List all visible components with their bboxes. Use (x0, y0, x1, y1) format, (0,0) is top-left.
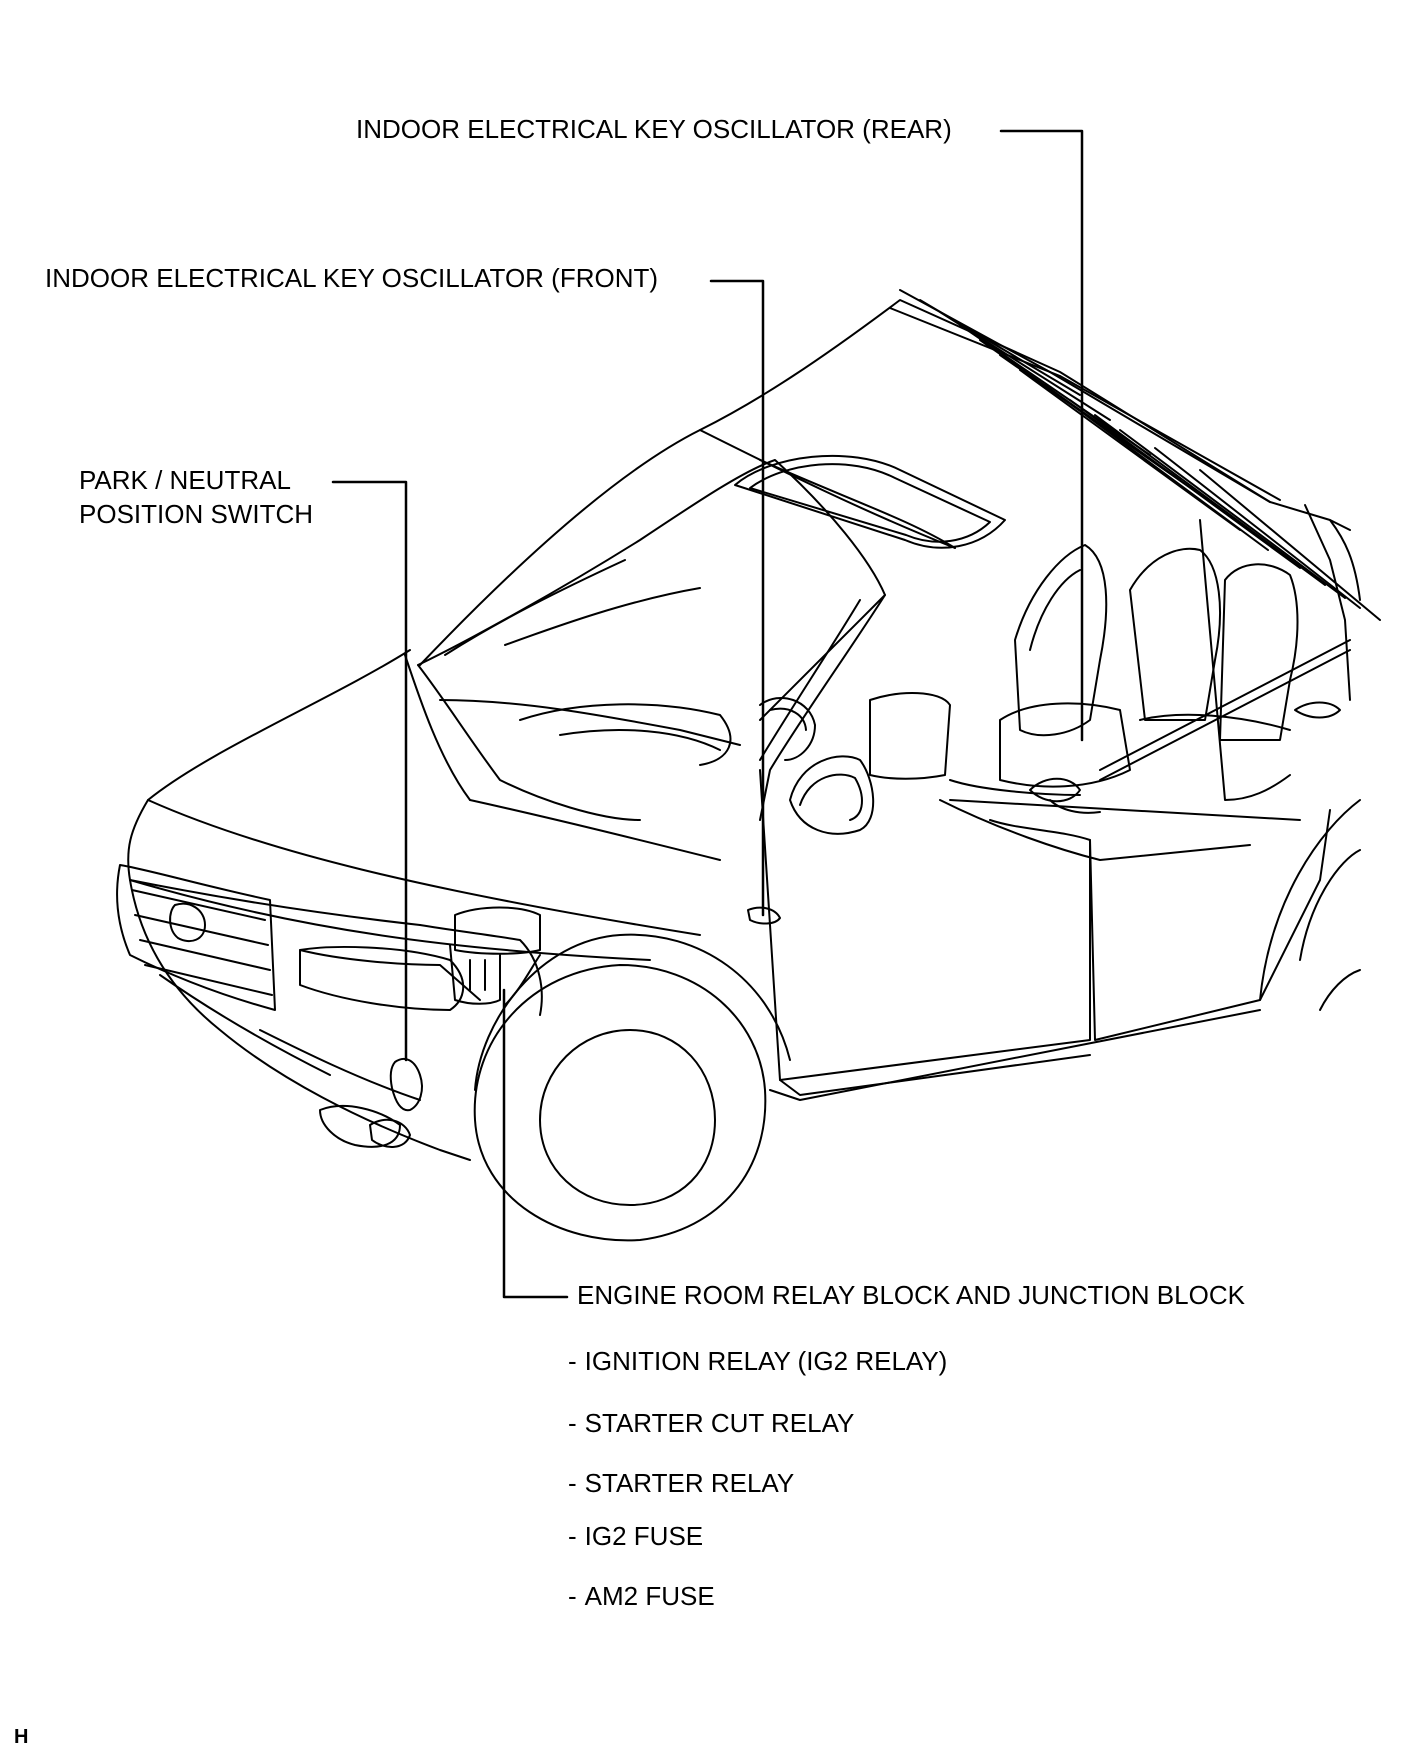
leader-line-rear-oscillator (999, 129, 1084, 742)
item-text: STARTER CUT RELAY (584, 1408, 855, 1438)
vehicle-illustration (116, 289, 1381, 1242)
label-engine-room-relay-block: ENGINE ROOM RELAY BLOCK AND JUNCTION BLO… (577, 1280, 1245, 1310)
item-prefix: - (568, 1521, 577, 1551)
grille (116, 864, 276, 1011)
page-code: H (14, 1726, 29, 1748)
front-bumper (129, 879, 471, 1161)
a-pillar (759, 594, 886, 821)
park-neutral-switch-drawing (389, 1057, 423, 1112)
label-park-neutral-line2: POSITION SWITCH (79, 499, 313, 529)
engine-room-item: -STARTER CUT RELAY (568, 1408, 854, 1438)
fog-light (369, 1118, 411, 1148)
item-text: AM2 FUSE (584, 1581, 715, 1611)
roof-outline (419, 299, 1351, 666)
front-fender (419, 924, 543, 1016)
door-handle (1294, 701, 1341, 719)
leader-line-park-neutral (331, 480, 408, 1062)
roof-rack (889, 289, 1381, 621)
label-indoor-key-oscillator-front: INDOOR ELECTRICAL KEY OSCILLATOR (FRONT) (45, 263, 659, 293)
engine-room-item: -AM2 FUSE (568, 1581, 715, 1611)
item-prefix: - (568, 1468, 577, 1498)
rear-seat (1129, 547, 1221, 721)
front-wheel (473, 933, 791, 1242)
leader-line-front-oscillator (709, 279, 765, 917)
label-indoor-key-oscillator-rear: INDOOR ELECTRICAL KEY OSCILLATOR (REAR) (356, 114, 952, 144)
front-seat (1014, 544, 1108, 737)
item-text: IG2 FUSE (584, 1521, 704, 1551)
item-text: IGNITION RELAY (IG2 RELAY) (584, 1346, 948, 1376)
rear-door (1089, 809, 1331, 1041)
item-prefix: - (568, 1581, 577, 1611)
hood (127, 649, 411, 881)
item-prefix: - (568, 1346, 577, 1376)
engine-room-item: -STARTER RELAY (568, 1468, 794, 1498)
item-text: STARTER RELAY (584, 1468, 795, 1498)
leader-line-engine-room (502, 988, 569, 1299)
item-prefix: - (568, 1408, 577, 1438)
headlight (299, 946, 465, 1011)
front-door (759, 769, 1091, 1081)
engine-room-item: -IGNITION RELAY (IG2 RELAY) (568, 1346, 947, 1376)
windshield (417, 459, 886, 721)
floor-oscillator-rear (1029, 777, 1081, 803)
side-mirror (789, 755, 875, 835)
label-park-neutral-line1: PARK / NEUTRAL (79, 465, 291, 495)
front-oscillator-drawing (747, 906, 781, 925)
leader-lines (331, 129, 1084, 1299)
rear-wheel-arch (1259, 799, 1361, 1001)
engine-room-item: -IG2 FUSE (568, 1521, 703, 1551)
sunroof (734, 454, 1006, 549)
